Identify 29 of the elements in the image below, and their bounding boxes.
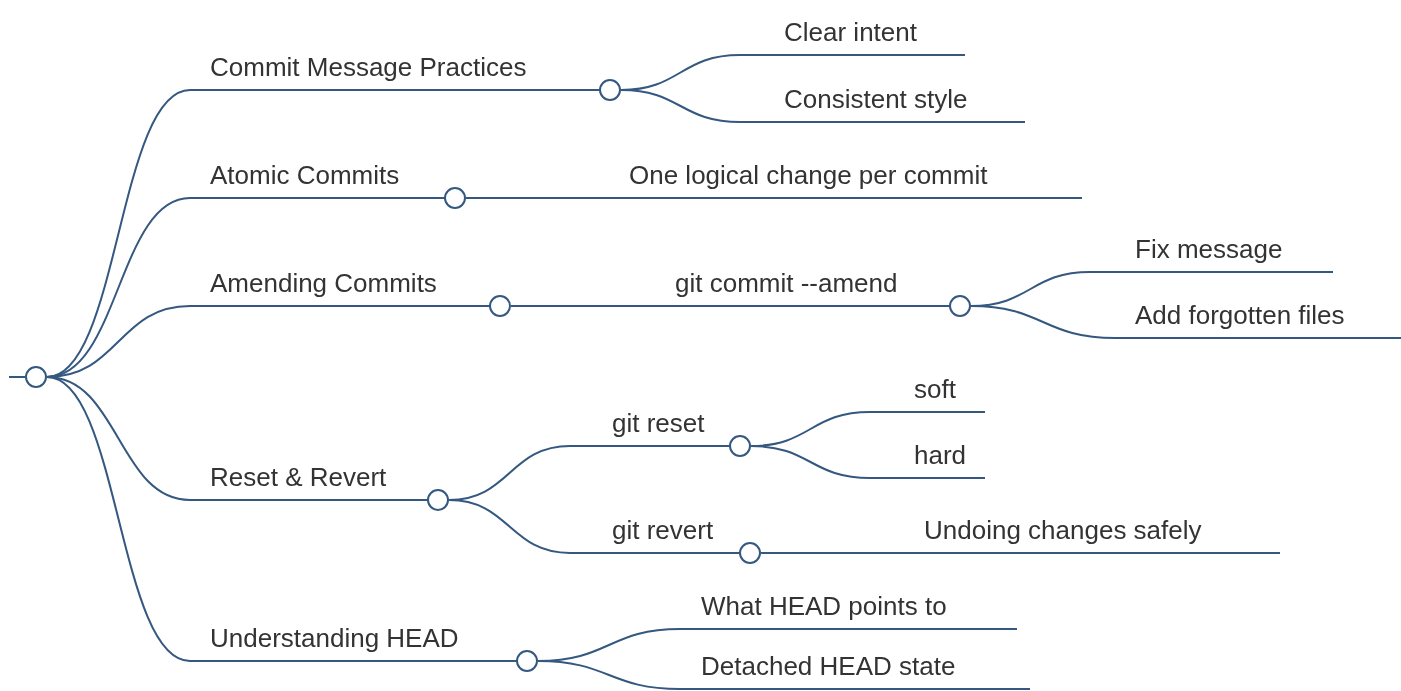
branch-line	[448, 499, 571, 554]
branch-line	[537, 660, 681, 690]
topic-label: Add forgotten files	[1135, 300, 1345, 330]
topic-label: git commit --amend	[675, 268, 898, 298]
topic-label: What HEAD points to	[701, 591, 947, 621]
topic-label: Atomic Commits	[210, 160, 400, 190]
branch-line	[46, 376, 191, 662]
branch-line	[620, 89, 741, 123]
branch-line	[465, 197, 601, 199]
topic-label: Detached HEAD state	[701, 651, 956, 681]
topic-label: Consistent style	[784, 84, 968, 114]
topic-label: git reset	[612, 408, 705, 438]
branch-line	[760, 552, 901, 554]
topic-label: Fix message	[1135, 234, 1283, 264]
topic-label: Commit Message Practices	[210, 52, 527, 82]
topic-label: Undoing changes safely	[924, 515, 1202, 545]
branch-line	[970, 305, 1116, 339]
branch-line	[8, 376, 26, 378]
topic-label: Amending Commits	[210, 268, 437, 298]
topic-label: hard	[914, 440, 967, 470]
topic-label: One logical change per commit	[629, 160, 988, 190]
topic-label: Reset & Revert	[210, 462, 387, 492]
branch-line	[750, 445, 871, 479]
root-circle	[25, 366, 47, 388]
branch-line	[510, 305, 601, 307]
topic-label: Understanding HEAD	[210, 623, 459, 653]
topic-label: soft	[914, 374, 956, 404]
topic-label: Clear intent	[784, 17, 917, 47]
topic-label: git revert	[612, 515, 714, 545]
